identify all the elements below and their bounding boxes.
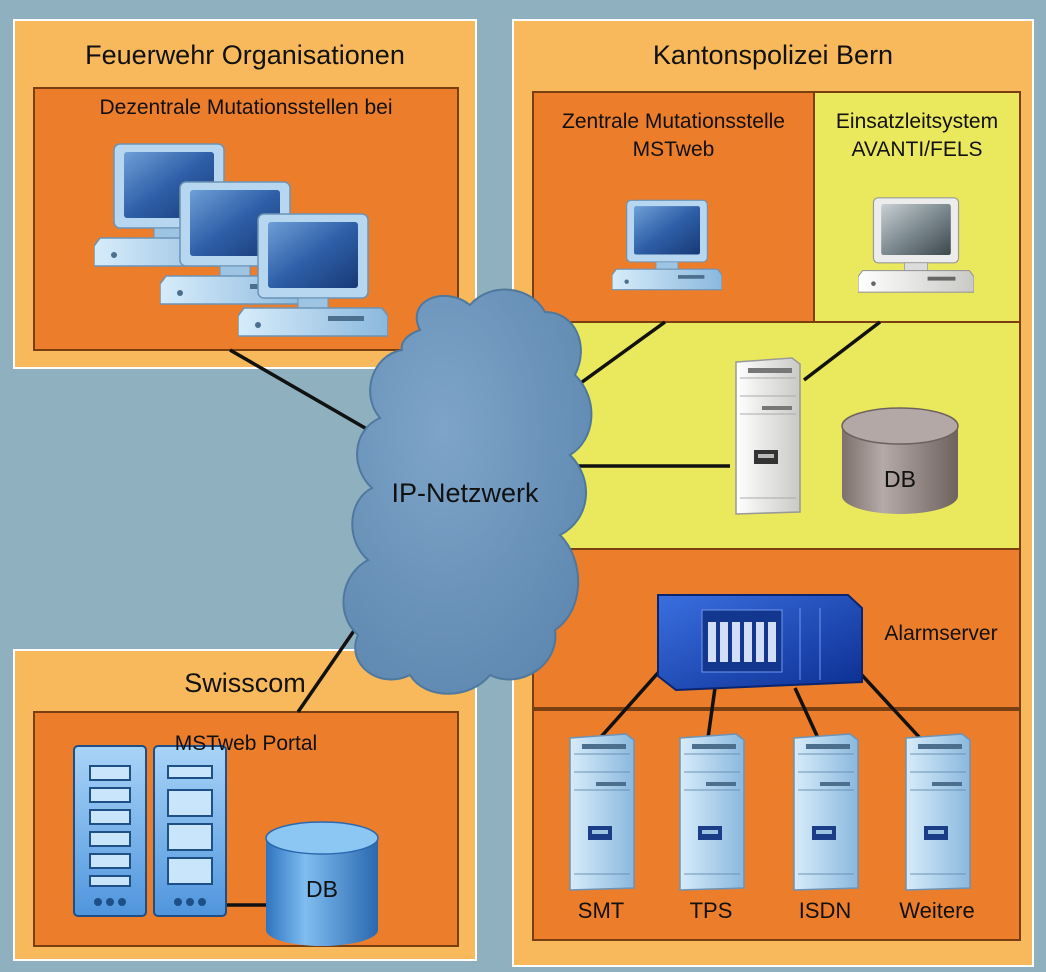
link-alarm-tps [706,687,717,739]
alarm-server-icon [657,594,863,692]
server-label-smt: SMT [577,898,625,923]
swisscom-db-label: DB [306,876,338,902]
database-icon [841,407,959,514]
tower-server-icon [793,733,859,891]
server-label-tps: TPS [689,898,733,923]
link-alarm-isdn [793,687,820,739]
tower-server-icon [735,357,801,515]
database-icon [265,821,379,946]
tower-server-icon [569,733,635,891]
feuerwehr-subtitle: Dezentrale Mutationsstellen bei [99,96,393,119]
link-feuerwehr-cloud [229,348,373,434]
link-einsatz-server [802,320,882,382]
alarmserver-label: Alarmserver [884,622,998,645]
zentrale-label-line2: MSTweb [632,138,715,161]
einsatz-label-line2: AVANTI/FELS [851,138,983,161]
cloud-label: IP-Netzwerk [391,478,539,508]
einsatz-label-line1: Einsatzleitsystem [835,110,999,133]
desktop-computer-icon [858,197,974,293]
kapo-db-label: DB [884,466,916,492]
server-label-isdn: ISDN [798,898,852,923]
tower-server-icon [905,733,971,891]
zentrale-label-line1: Zentrale Mutationsstelle [562,110,785,133]
desktop-computer-icon [612,199,722,291]
desktop-computer-icon [238,213,388,337]
mstweb-portal-label: MSTweb Portal [174,732,318,755]
link-cloud-swisscom [296,621,362,713]
server-label-weitere: Weitere [899,898,975,923]
network-cloud-icon [342,288,593,695]
feuerwehr-title: Feuerwehr Organisationen [85,40,405,70]
swisscom-title: Swisscom [184,668,306,698]
link-alarm-smt [598,663,667,740]
kapo-title: Kantonspolizei Bern [652,40,894,70]
tower-server-icon [679,733,745,891]
